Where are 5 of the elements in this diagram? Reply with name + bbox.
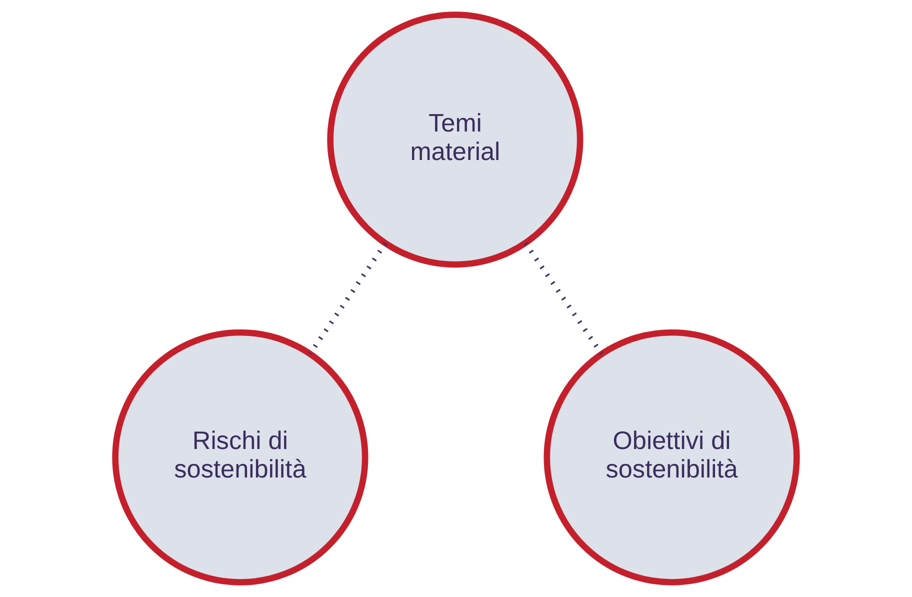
node-circle: Temi material — [327, 12, 584, 268]
node-circle: Obiettivi di sostenibilità — [544, 329, 800, 586]
connector — [524, 242, 604, 355]
node-circle: Rischi di sostenibilità — [112, 329, 368, 586]
connector — [308, 242, 388, 355]
